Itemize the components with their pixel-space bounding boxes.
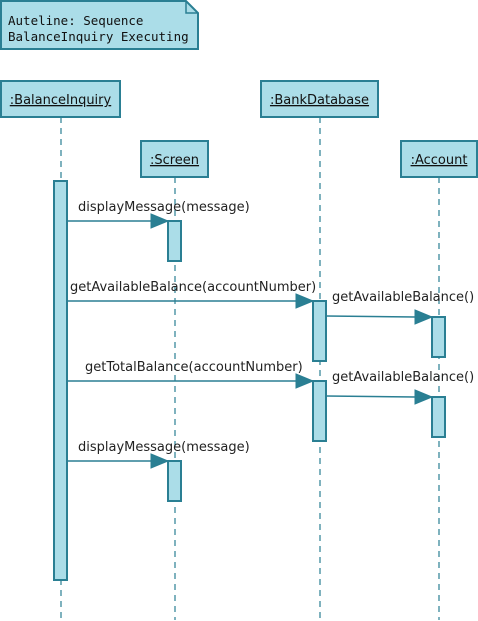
message-label: displayMessage(message) xyxy=(78,200,250,215)
participant-account[interactable]: :Account xyxy=(400,140,478,178)
message-label: displayMessage(message) xyxy=(78,440,250,455)
message-line xyxy=(325,315,416,318)
activation-screen-2 xyxy=(167,460,182,502)
note-shape xyxy=(0,0,199,50)
message-display-message-1: displayMessage(message) xyxy=(67,200,250,229)
participant-label: :BankDatabase xyxy=(270,93,369,108)
message-get-available-balance-2: getAvailableBalance() xyxy=(325,370,474,405)
note-fold xyxy=(185,1,198,14)
participant-label: :Account xyxy=(411,153,468,168)
message-get-available-balance-account-number: getAvailableBalance(accountNumber) xyxy=(67,280,316,309)
arrowhead-icon xyxy=(150,213,170,229)
message-label: getAvailableBalance() xyxy=(332,370,474,385)
activation-bankdatabase-2 xyxy=(312,380,327,442)
message-get-total-balance: getTotalBalance(accountNumber) xyxy=(67,360,315,389)
arrowhead-icon xyxy=(295,293,315,309)
message-label: getAvailableBalance(accountNumber) xyxy=(70,280,316,295)
activation-account-2 xyxy=(431,396,446,438)
participant-screen[interactable]: :Screen xyxy=(140,140,209,178)
note-line-2: BalanceInquiry Executing xyxy=(8,29,189,44)
message-line xyxy=(325,395,416,398)
activation-account-1 xyxy=(431,316,446,358)
message-get-available-balance-1: getAvailableBalance() xyxy=(325,290,474,325)
participant-box xyxy=(400,140,478,178)
participant-label: :BalanceInquiry xyxy=(10,93,112,108)
arrowhead-icon xyxy=(414,309,434,325)
message-display-message-2: displayMessage(message) xyxy=(67,440,250,469)
arrowhead-icon xyxy=(414,389,434,405)
diagram-note: Auteline: Sequence BalanceInquiry Execut… xyxy=(0,0,199,50)
note-line-1: Auteline: Sequence xyxy=(8,13,143,28)
arrowhead-icon xyxy=(150,453,170,469)
activation-screen-1 xyxy=(167,220,182,262)
participant-label: :Screen xyxy=(150,153,199,168)
participant-bankdatabase[interactable]: :BankDatabase xyxy=(260,80,379,118)
arrowhead-icon xyxy=(295,373,315,389)
message-label: getAvailableBalance() xyxy=(332,290,474,305)
activation-balanceinquiry xyxy=(53,180,68,581)
message-label: getTotalBalance(accountNumber) xyxy=(85,360,303,375)
activation-bankdatabase-1 xyxy=(312,300,327,362)
participant-box xyxy=(0,80,121,118)
participant-balanceinquiry[interactable]: :BalanceInquiry xyxy=(0,80,121,118)
participant-box xyxy=(260,80,379,118)
participant-box xyxy=(140,140,209,178)
